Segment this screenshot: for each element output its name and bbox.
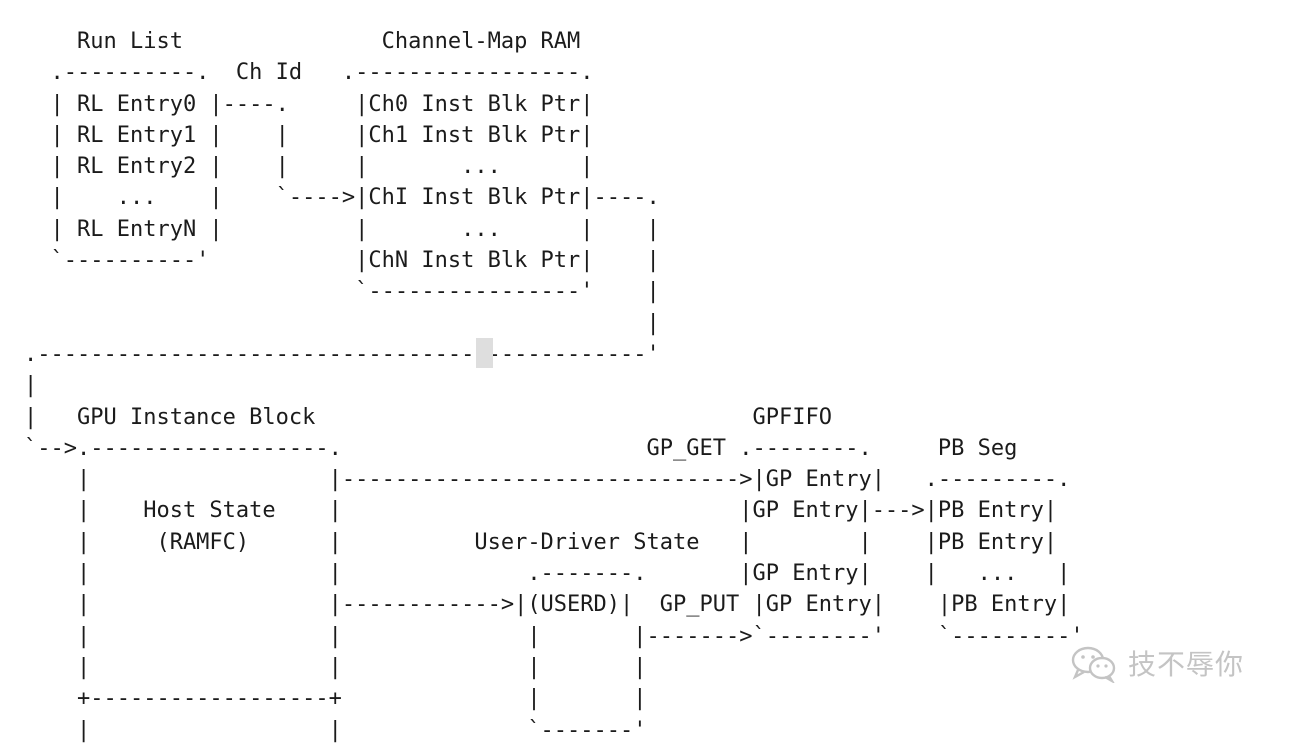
diagram-line: | | | |	[24, 654, 647, 680]
diagram-line: | | .-------. |GP Entry| | ... |	[24, 561, 1071, 587]
diagram-line: | RL EntryN | | ... | |	[24, 216, 660, 242]
text-cursor-highlight	[476, 338, 493, 368]
wechat-icon	[1068, 643, 1120, 683]
watermark-text: 技不辱你	[1128, 648, 1245, 681]
watermark: 技不辱你	[1068, 640, 1244, 686]
diagram-line: `-->.------------------. GP_GET .-------…	[24, 435, 1018, 461]
ascii-art: Run List Channel-Map RAM .----------. Ch…	[24, 26, 1084, 746]
diagram-line: | RL Entry2 | | | ... |	[24, 154, 594, 180]
diagram-line: | |------------------------------>|GP En…	[24, 467, 1071, 493]
diagram-line: | GPU Instance Block GPFIFO	[24, 404, 832, 430]
diagram-line: | ... | `---->|ChI Inst Blk Ptr|----.	[24, 185, 660, 211]
diagram-line: | RL Entry1 | | |Ch1 Inst Blk Ptr|	[24, 122, 594, 148]
diagram-line: |	[24, 373, 38, 399]
diagram-line: | (RAMFC) | User-Driver State | | |PB En…	[24, 529, 1058, 555]
diagram-line: `----------' |ChN Inst Blk Ptr| |	[24, 248, 660, 274]
diagram-line: .---------------------------------------…	[24, 341, 660, 367]
diagram-line: `----------------' |	[24, 279, 660, 305]
diagram-line: | | | |------->`--------' `---------'	[24, 623, 1084, 649]
diagram-line: .----------. Ch Id .-----------------.	[24, 60, 594, 86]
ascii-diagram: Run List Channel-Map RAM .----------. Ch…	[24, 29, 1244, 743]
diagram-line: |	[24, 310, 660, 336]
diagram-line: | Host State | |GP Entry|--->|PB Entry|	[24, 498, 1058, 524]
diagram-line: | RL Entry0 |----. |Ch0 Inst Blk Ptr|	[24, 91, 594, 117]
diagram-line: | |------------>|(USERD)| GP_PUT |GP Ent…	[24, 592, 1071, 618]
diagram-line: | | `-------'	[24, 717, 647, 743]
diagram-line: +------------------+ | |	[24, 686, 647, 712]
diagram-line: Run List Channel-Map RAM	[24, 29, 581, 54]
